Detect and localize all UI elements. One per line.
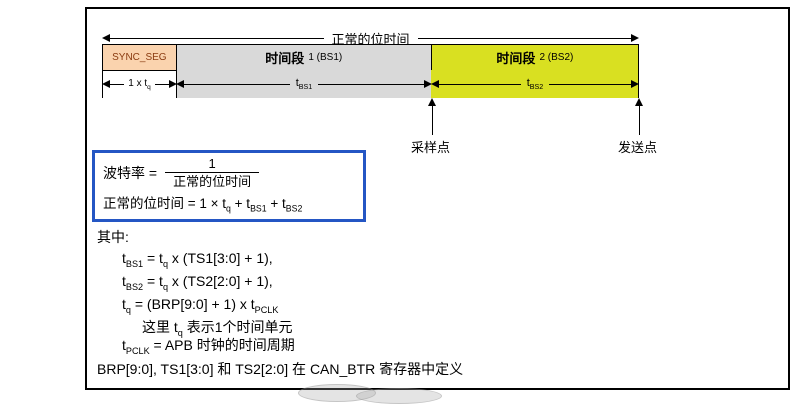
- arrow-line: [439, 83, 521, 85]
- arrow-line: [318, 83, 424, 85]
- arrow-line: [431, 106, 433, 135]
- arrow-line: [638, 106, 640, 135]
- arrowhead-right-icon: [169, 80, 177, 88]
- tbs2-duration-label: tBS2: [526, 76, 544, 92]
- arrow-line: [110, 83, 125, 85]
- arrowhead-left-icon: [102, 34, 110, 42]
- figure-frame: 正常的位时间 SYNC_SEG 时间段 1 (BS1) 时间段 2 (BS2) …: [85, 7, 790, 390]
- register-footnote: BRP[9:0], TS1[3:0] 和 TS2[2:0] 在 CAN_BTR …: [97, 361, 464, 377]
- arrowhead-right-icon: [631, 80, 639, 88]
- fraction-numerator: 1: [208, 156, 216, 171]
- arrowhead-right-icon: [424, 80, 432, 88]
- tq-definition: tq = (BRP[9:0] + 1) x tPCLK: [122, 296, 279, 315]
- sample-point-label: 采样点: [411, 140, 451, 155]
- baud-rate-fraction: 1 正常的位时间: [165, 156, 260, 190]
- arrowhead-left-icon: [176, 80, 184, 88]
- bs1-segment: 时间段 1 (BS1): [175, 44, 432, 71]
- baud-rate-label: 波特率 =: [103, 164, 158, 181]
- tq-note: 这里 tq 表示1个时间单元: [142, 319, 293, 338]
- bit-time-segment-bar: SYNC_SEG 时间段 1 (BS1) 时间段 2 (BS2): [102, 44, 639, 71]
- arrow-line: [417, 37, 632, 39]
- tq-duration-arrow: 1 x tq: [102, 77, 177, 91]
- transmit-point-label: 发送点: [618, 140, 658, 155]
- arrowhead-left-icon: [431, 80, 439, 88]
- arrowhead-left-icon: [102, 80, 110, 88]
- tbs1-duration-arrow: tBS1: [176, 77, 432, 91]
- bs2-segment: 时间段 2 (BS2): [430, 44, 639, 71]
- sync-seg-segment: SYNC_SEG: [102, 44, 177, 71]
- tbs2-definition: tBS2 = tq x (TS2[2:0] + 1),: [122, 273, 273, 292]
- tbs2-duration-arrow: tBS2: [431, 77, 639, 91]
- sample-point-arrow: [427, 98, 437, 135]
- arrow-line: [154, 83, 169, 85]
- arrowhead-right-icon: [631, 34, 640, 42]
- bs2-suffix: 2 (BS2): [539, 52, 574, 63]
- tq-duration-label: 1 x tq: [128, 77, 151, 91]
- transmit-point-arrow: [634, 98, 644, 135]
- baud-rate-formula: 波特率 = 1 正常的位时间: [103, 156, 355, 189]
- where-label: 其中:: [97, 229, 129, 245]
- arrow-line: [184, 83, 290, 85]
- nominal-bit-time-arrow: 正常的位时间: [102, 31, 640, 47]
- tbs1-duration-label: tBS1: [295, 76, 313, 92]
- fraction-denominator: 正常的位时间: [165, 171, 260, 190]
- arrowhead-up-icon: [428, 98, 436, 106]
- arrow-line: [549, 83, 631, 85]
- nominal-bit-time-label: 正常的位时间: [331, 31, 410, 47]
- tpclk-definition: tPCLK = APB 时钟的时间周期: [122, 337, 295, 356]
- arrow-line: [110, 37, 324, 39]
- bs1-suffix: 1 (BS1): [308, 52, 343, 63]
- bs2-title: 时间段: [496, 51, 536, 66]
- baud-rate-formula-box: 波特率 = 1 正常的位时间 正常的位时间 = 1 × tq + tBS1 + …: [92, 150, 366, 222]
- arrowhead-up-icon: [635, 98, 643, 106]
- bit-time-formula: 正常的位时间 = 1 × tq + tBS1 + tBS2: [103, 196, 303, 214]
- sync-seg-label: SYNC_SEG: [112, 52, 167, 63]
- tbs1-definition: tBS1 = tq x (TS1[3:0] + 1),: [122, 250, 273, 269]
- watermark-ellipse: [356, 388, 442, 404]
- bs1-title: 时间段: [265, 51, 305, 66]
